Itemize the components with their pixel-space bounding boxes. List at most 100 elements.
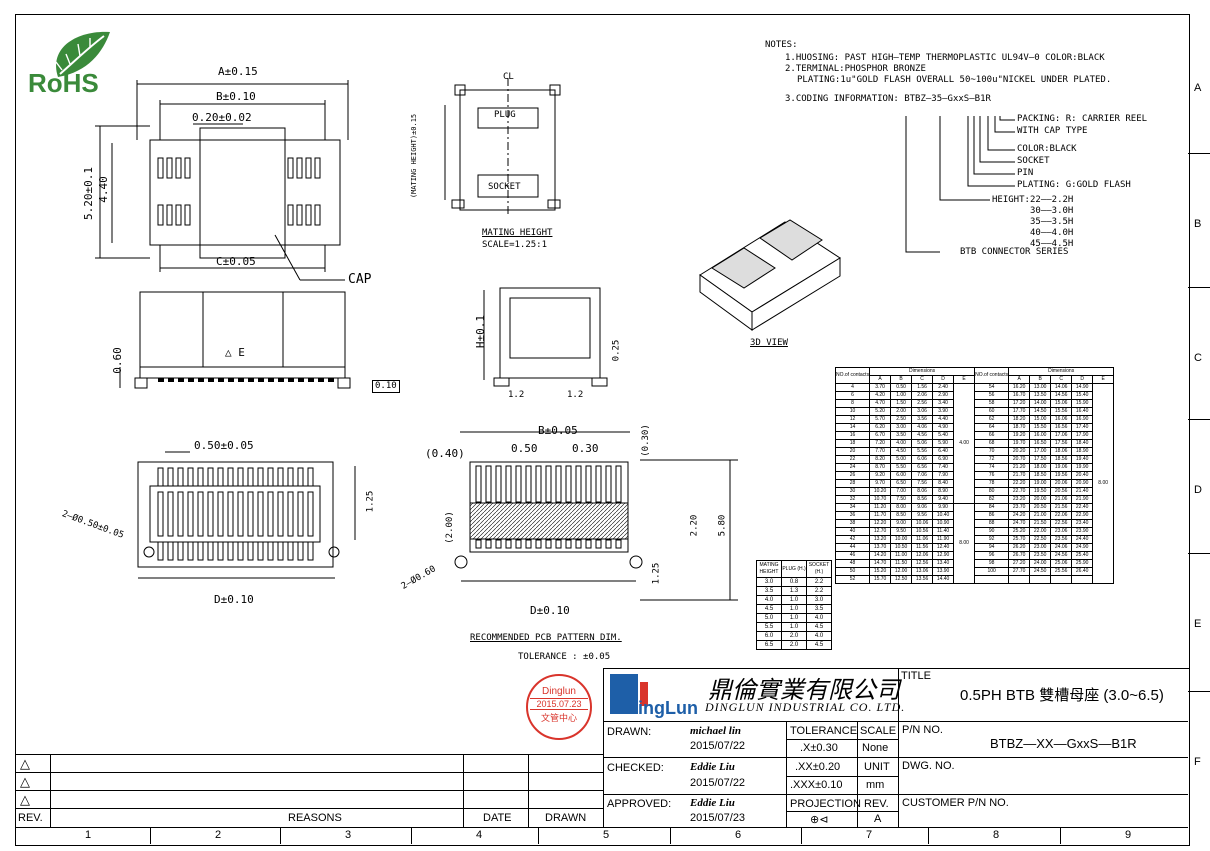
- contact-pin: [287, 157, 294, 179]
- dim-table-cell: 10.40: [932, 511, 955, 520]
- dim-table-cell: 12.00: [890, 567, 913, 576]
- dim-table-cell: 1.50: [890, 399, 913, 408]
- dim-table-e: 8.00: [953, 503, 976, 584]
- grid-row-label: A: [1194, 82, 1202, 94]
- grid-col-divider: [801, 827, 802, 844]
- height-list: 22——2.2H 30——3.0H 35——3.5H 40——4.0H 45——…: [1030, 195, 1073, 250]
- pcb-pad: [495, 465, 502, 503]
- dim-table-cell: 90: [974, 527, 1010, 536]
- dim-table-cell: 1.00: [890, 391, 913, 400]
- dim-table-col: C: [1050, 375, 1073, 384]
- dim-table-cell: 14.70: [869, 559, 892, 568]
- dim-table-cell: 23.06: [1050, 527, 1073, 536]
- dim-table-cell: 70: [974, 447, 1010, 456]
- dim-table-cell: 74: [974, 463, 1010, 472]
- dim-d: D±0.10: [214, 593, 254, 606]
- dim-table-cell: 9.06: [911, 503, 934, 512]
- height-item: 22——2.2H: [1030, 195, 1074, 205]
- revision-block: [15, 754, 603, 828]
- dim-table-cell: 82: [974, 495, 1010, 504]
- pcb-pad: [475, 539, 482, 549]
- revision-triangle-icon: △: [20, 792, 30, 807]
- revision-triangle-icon: △: [20, 756, 30, 771]
- contact-pin: [287, 204, 294, 226]
- bottom-pad: [217, 491, 224, 537]
- logo-mark-red-icon: [640, 682, 648, 706]
- dim-table-cell: 19.50: [1029, 487, 1052, 496]
- dim-table-cell: 4.56: [911, 431, 934, 440]
- dim-table-cell: 23.00: [1029, 543, 1052, 552]
- title-divider: [898, 668, 899, 827]
- bottom-pad: [297, 541, 304, 561]
- mating-table-head: PLUG (H.): [781, 560, 807, 578]
- bottom-pad: [227, 541, 234, 561]
- dim-table-cell: 16.00: [1029, 431, 1052, 440]
- dim-table-col: B: [890, 375, 913, 384]
- dim-table-cell: 2.90: [932, 391, 955, 400]
- unit-label: UNIT: [864, 761, 890, 773]
- dim-table-cell: 23.90: [1071, 527, 1094, 536]
- dim-b005: B±0.05: [538, 424, 578, 437]
- mating-table-cell: 4.0: [806, 631, 832, 641]
- dim-table-cell: 14.40: [932, 575, 955, 584]
- dim-table-cell: 0.50: [890, 383, 913, 392]
- dim-table-cell: 2.06: [911, 391, 934, 400]
- bottom-pad: [217, 467, 224, 487]
- title-hline: [603, 794, 1188, 795]
- dim-table-cell: 5.06: [911, 439, 934, 448]
- dim-050: 0.50±0.05: [194, 439, 254, 452]
- dim-table-cell: 4.70: [869, 399, 892, 408]
- dim-b: B±0.10: [216, 90, 256, 103]
- bottom-pad: [197, 467, 204, 487]
- dim-table-cell: 22.06: [1050, 511, 1073, 520]
- dim-table-col: A: [1008, 375, 1031, 384]
- grid-row-label: D: [1194, 484, 1202, 496]
- dim-table-cell: 18.50: [1029, 471, 1052, 480]
- dim-table-cell: 3.00: [890, 423, 913, 432]
- drawn-date: 2015/07/22: [690, 740, 746, 752]
- pcb-pad: [615, 539, 622, 549]
- dim-440: 4.40: [96, 176, 110, 203]
- pcb-pad: [595, 465, 602, 503]
- dim-table-cell: 7.40: [932, 463, 955, 472]
- side-pin: [308, 378, 314, 382]
- dim-table-cell: 16.56: [1050, 423, 1073, 432]
- pcb-pad: [585, 465, 592, 503]
- dim-table-cell: 6.20: [869, 423, 892, 432]
- pcb-pad: [575, 465, 582, 503]
- grid-row-label: C: [1194, 352, 1202, 364]
- dim-table-cell: 25.20: [1008, 527, 1031, 536]
- coding-item: PACKING: R: CARRIER REEL: [1017, 114, 1148, 124]
- dim-table-cell: 20: [834, 447, 871, 456]
- dim-200: (2.00): [444, 511, 455, 544]
- dim-table-cell: 17.56: [1050, 439, 1073, 448]
- pcb-pad: [555, 539, 562, 549]
- recommended-label: RECOMMENDED PCB PATTERN DIM.: [470, 633, 622, 643]
- side-pin: [248, 378, 254, 382]
- bottom-pad: [247, 467, 254, 487]
- note-line: 1.HUOSING: PAST HIGH—TEMP THERMOPLASTIC …: [785, 53, 1105, 63]
- dim-table-cell: 16.70: [1008, 391, 1031, 400]
- bottom-pad: [267, 467, 274, 487]
- dim-table-cell: 9.00: [890, 519, 913, 528]
- dim-table-cell: 26.40: [1071, 567, 1094, 576]
- dim-table-cell: 52: [834, 575, 871, 584]
- revision-col-line: [50, 754, 51, 827]
- dim-12a: 1.2: [508, 390, 525, 400]
- bottom-pad: [207, 491, 214, 537]
- dim-table-cell: 17.00: [1029, 447, 1052, 456]
- side-pin: [218, 378, 224, 382]
- dim-table-cell: 25.06: [1050, 559, 1073, 568]
- mating-table-cell: 3.0: [806, 595, 832, 605]
- dim-table-cell: 6: [834, 391, 871, 400]
- dim-table-cell: 8.06: [911, 487, 934, 496]
- dim-table-cell: 20.70: [1008, 455, 1031, 464]
- side-pin: [238, 378, 244, 382]
- dim-125: 1.25: [365, 490, 376, 513]
- bottom-pad: [307, 491, 314, 537]
- dim-table-cell: 11.00: [890, 551, 913, 560]
- title-vline: [857, 721, 858, 827]
- centerline-label: CL: [503, 72, 514, 82]
- dim-table-cell: 50: [834, 567, 871, 576]
- side-pin: [278, 378, 284, 382]
